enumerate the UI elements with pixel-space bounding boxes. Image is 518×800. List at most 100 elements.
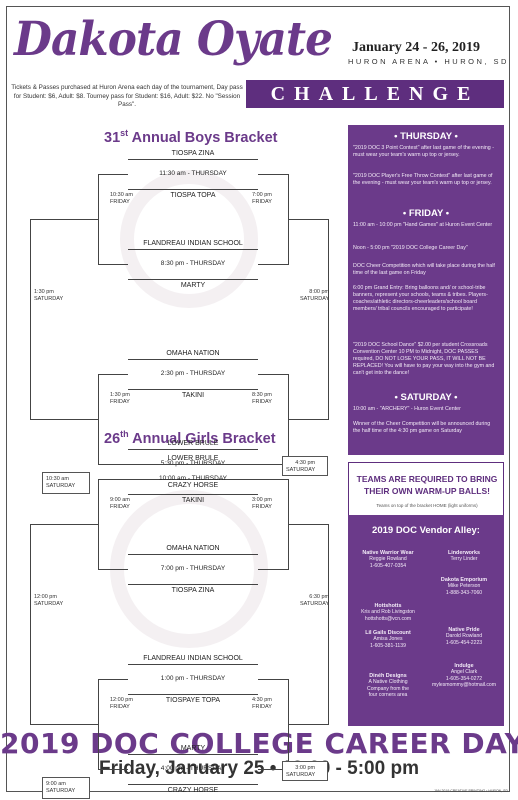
schedule-note: 8:30 pm FRIDAY xyxy=(252,392,272,405)
vendor-detail: Mike Peterson xyxy=(447,583,481,590)
team-name: TAKINI xyxy=(181,497,205,504)
vendor-detail: 1-605-381-1139 xyxy=(370,642,406,649)
team-name: OMAHA NATION xyxy=(166,350,220,357)
bracket-line xyxy=(98,374,99,465)
thursday-item: "2019 DOC Player's Free Throw Contest" a… xyxy=(353,173,493,186)
game-time: 4:00 pm - THURSDAY xyxy=(160,765,226,772)
game-time: 7:00 pm - THURSDAY xyxy=(160,565,226,572)
vendor-detail: hottshotts@vcn.com xyxy=(364,615,412,622)
bracket-line xyxy=(128,479,258,480)
vendor-detail: 1-888-343-7060 xyxy=(445,589,483,596)
bracket-line xyxy=(30,524,31,725)
bracket-line xyxy=(128,159,258,160)
home-uniform-note: Teams on top of the bracket HOME (light … xyxy=(376,503,478,508)
schedule-note: 4:30 pm SATURDAY xyxy=(286,460,316,473)
vendor-detail: 1-605-354-0272 xyxy=(445,675,483,682)
vendor-name: Dakota Emporium xyxy=(440,577,488,583)
vendor-name: Native Warrior Wear xyxy=(362,550,414,556)
career-day-title: 2019 DOC COLLEGE CAREER DAY xyxy=(0,727,518,760)
bracket-line xyxy=(98,479,99,570)
schedule-note: 10:30 am SATURDAY xyxy=(46,476,76,489)
bracket-line xyxy=(258,479,288,480)
bracket-line xyxy=(30,524,98,525)
vendor-detail: Reggie Rowland xyxy=(369,556,407,563)
vendor-detail: Terry Linder xyxy=(450,556,478,563)
vendor-detail: mylesmommy@hotmail.com xyxy=(431,682,497,689)
printer-credit: JAN 2019 CREATIVE PRINTING • HURON, SD xyxy=(433,789,508,793)
bracket-line xyxy=(30,724,98,725)
friday-heading: • FRIDAY • xyxy=(402,208,450,219)
schedule-note: 8:00 pm SATURDAY xyxy=(300,289,330,302)
vendor-detail: Kris and Rob Livingston xyxy=(361,609,415,616)
bracket-line xyxy=(288,724,328,725)
event-location: HURON ARENA • HURON, SD xyxy=(348,57,509,66)
bracket-line xyxy=(328,219,329,420)
bracket-line xyxy=(98,464,128,465)
schedule-note: 3:00 pm FRIDAY xyxy=(252,497,272,510)
vendor-detail: 1-605-454-2223 xyxy=(445,639,483,646)
thursday-item: "2019 DOC 3 Point Contest" after last ga… xyxy=(353,145,494,158)
warm-up-balls-text: TEAMS ARE REQUIRED TO BRING THEIR OWN WA… xyxy=(356,474,498,496)
bracket-line xyxy=(98,679,128,680)
bracket-line xyxy=(98,679,99,770)
schedule-note: 7:00 pm FRIDAY xyxy=(252,192,272,205)
saturday-item: 10:00 am - "ARCHERY" - Huron Event Cente… xyxy=(353,406,461,412)
vendor-name: Dinéh Designs xyxy=(369,673,407,679)
bracket-line xyxy=(258,264,288,265)
warm-up-balls-notice: TEAMS ARE REQUIRED TO BRING THEIR OWN WA… xyxy=(348,462,504,520)
game-time: 1:00 pm - THURSDAY xyxy=(160,675,226,682)
bracket-line xyxy=(258,374,288,375)
vendor-name: Indulge xyxy=(454,663,474,669)
bracket-line xyxy=(30,219,31,420)
game-time: 8:30 pm - THURSDAY xyxy=(160,260,226,267)
saturday-item: Winner of the Cheer Competition will be … xyxy=(353,421,491,434)
bracket-line xyxy=(128,494,258,495)
vendor-detail: Company from the xyxy=(367,685,409,692)
team-name: LOWER BRULE xyxy=(167,440,219,447)
game-time: 11:30 am - THURSDAY xyxy=(159,170,227,177)
vendor-detail: four corners area xyxy=(368,692,408,699)
result-box xyxy=(282,761,328,781)
boys-bracket-title: 31st Annual Boys Bracket xyxy=(104,128,278,146)
schedule-note: 1:30 pm FRIDAY xyxy=(110,392,130,405)
bracket-line xyxy=(128,389,258,390)
bracket-line xyxy=(288,419,328,420)
schedule-note: 6:30 pm SATURDAY xyxy=(300,594,330,607)
vendor-name: Native Pride xyxy=(448,627,480,633)
bracket-line xyxy=(98,174,128,175)
team-name: TIOSPAYE TOPA xyxy=(165,697,221,704)
bracket-line xyxy=(98,479,128,480)
team-name: TIOSPA ZINA xyxy=(171,587,215,594)
game-time: 5:30 pm - THURSDAY xyxy=(161,460,225,467)
bracket-line xyxy=(98,264,128,265)
schedule-note: 9:00 am FRIDAY xyxy=(110,497,130,510)
bracket-line xyxy=(30,419,98,420)
team-name: TAKINI xyxy=(181,392,205,399)
result-box xyxy=(42,777,90,799)
bracket-line xyxy=(288,524,328,525)
vendor-name: Linderworks xyxy=(447,550,481,556)
vendor-detail: 1-605-407-0354 xyxy=(369,562,407,569)
bracket-line xyxy=(30,219,98,220)
bracket-line xyxy=(98,374,128,375)
bracket-line xyxy=(98,174,99,265)
bracket-line xyxy=(258,569,288,570)
vendor-detail: Amisa Jones xyxy=(373,636,403,643)
bracket-line xyxy=(258,679,288,680)
career-day-time: Friday, January 25 • 12:00 - 5:00 pm xyxy=(99,758,419,779)
girls-bracket-title: 26th Annual Girls Bracket xyxy=(104,429,276,447)
schedule-sidebar: • THURSDAY • "2019 DOC 3 Point Contest" … xyxy=(348,125,504,726)
bracket-line xyxy=(128,359,258,360)
result-box xyxy=(282,456,328,476)
schedule-note: 10:30 am FRIDAY xyxy=(110,192,133,205)
vendor-title: 2019 DOC Vendor Alley: xyxy=(372,525,480,536)
friday-item: "2019 DOC School Dance" $2.00 per studen… xyxy=(353,342,495,376)
team-name: FLANDREAU INDIAN SCHOOL xyxy=(143,240,243,247)
game-time: 2:30 pm - THURSDAY xyxy=(160,370,226,377)
